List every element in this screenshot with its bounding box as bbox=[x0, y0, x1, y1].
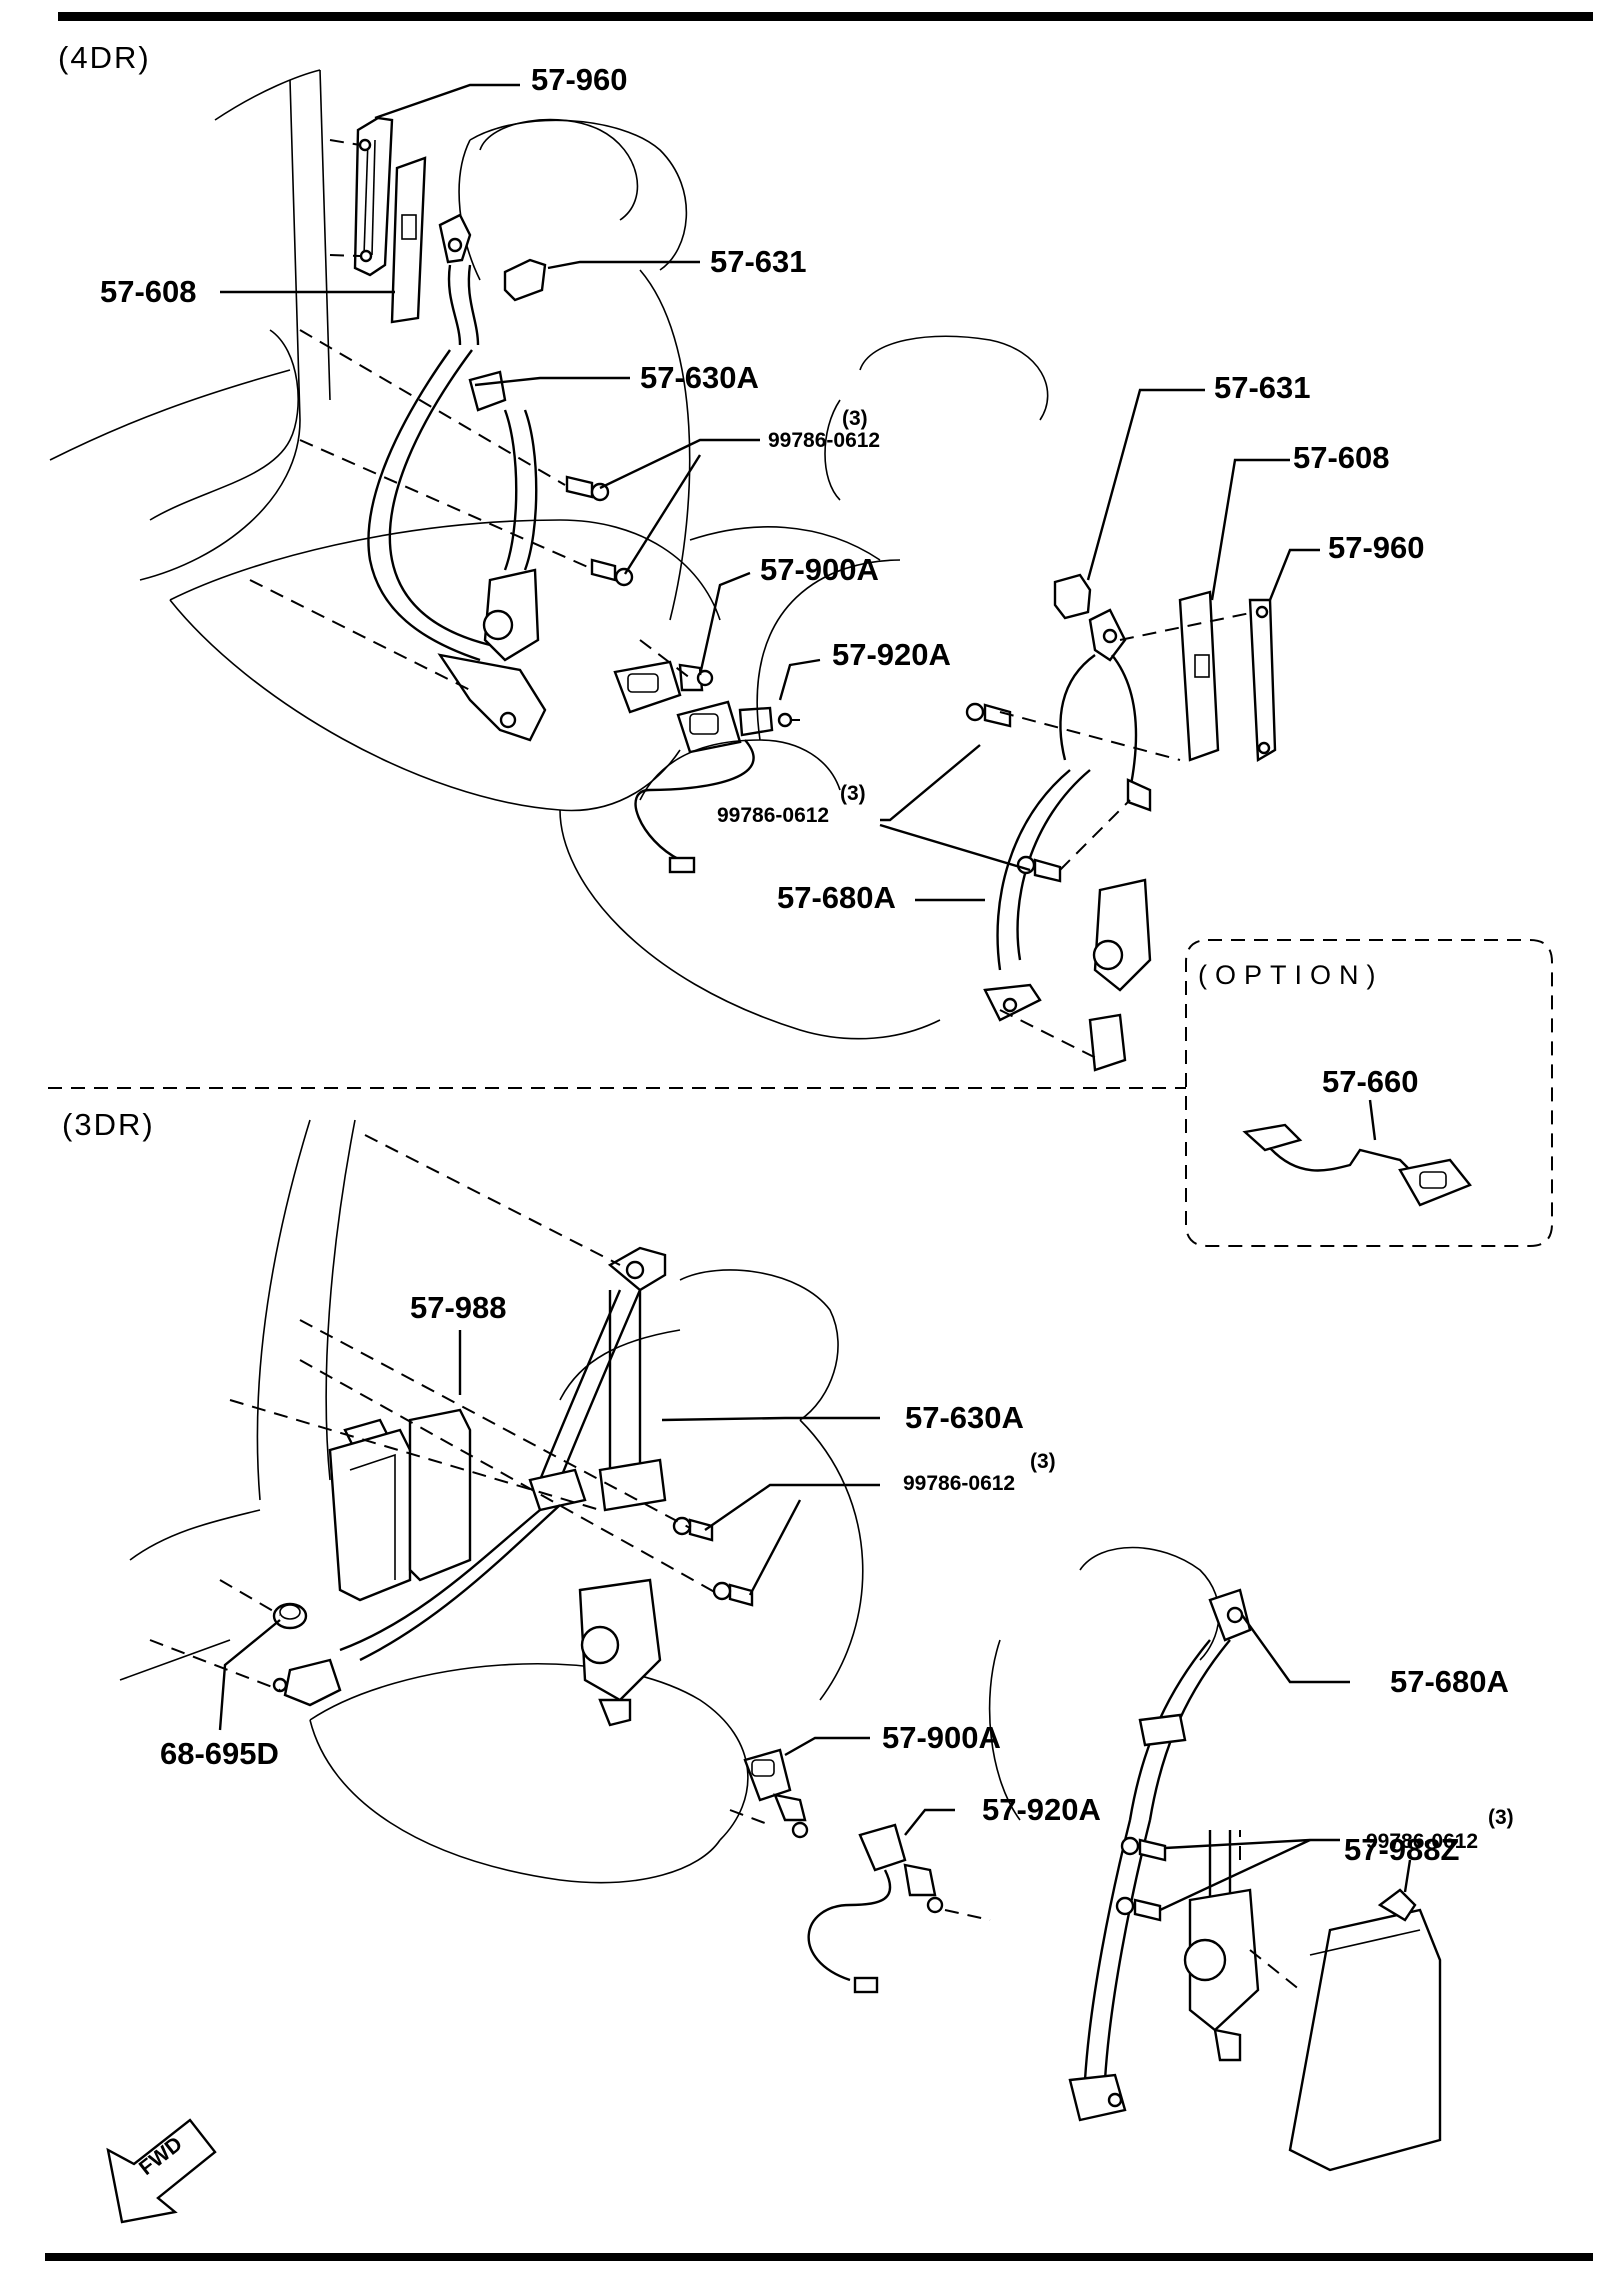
qty-99786-3dr-lower: (3) bbox=[1488, 1806, 1514, 1829]
trim-cover-57-608-left bbox=[390, 156, 427, 324]
buckle-57-920A-3dr bbox=[807, 1823, 944, 1994]
label-99786-0612-3dr-lower: 99786-0612 bbox=[1366, 1830, 1478, 1853]
bolts-99786-0612-4dr-left bbox=[565, 475, 634, 587]
label-99786-0612-right: 99786-0612 bbox=[717, 804, 829, 827]
rear-seat-left-4dr bbox=[49, 69, 721, 812]
bolts-99786-0612-3dr-lower bbox=[1115, 1836, 1167, 1922]
section-header-3dr: (3DR) bbox=[62, 1107, 155, 1142]
seat-belt-57-630A-3dr bbox=[272, 1246, 667, 1727]
label-99786-0612-left: 99786-0612 bbox=[768, 429, 880, 452]
label-57-960-right: 57-960 bbox=[1328, 530, 1425, 565]
top-border bbox=[58, 12, 1593, 21]
label-57-608-left: 57-608 bbox=[100, 274, 197, 309]
cap-68-695D bbox=[272, 1602, 308, 1630]
option-box: (OPTION) 57-660 bbox=[1180, 939, 1553, 1247]
trim-cover-57-608-right bbox=[1178, 590, 1220, 762]
label-57-660: 57-660 bbox=[1322, 1064, 1419, 1099]
clip-57-631-right bbox=[1053, 573, 1092, 620]
label-57-680A-4dr: 57-680A bbox=[777, 880, 896, 915]
rear-seat-right-4dr bbox=[559, 335, 1049, 1040]
label-57-631-left: 57-631 bbox=[710, 244, 807, 279]
label-57-630A-4dr: 57-630A bbox=[640, 360, 759, 395]
qty-99786-3dr-upper: (3) bbox=[1030, 1450, 1056, 1473]
label-57-608-right: 57-608 bbox=[1293, 440, 1390, 475]
seat-belt-57-680A-3dr bbox=[988, 1546, 1260, 2122]
label-57-920A-3dr: 57-920A bbox=[982, 1792, 1101, 1827]
qty-99786-left: (3) bbox=[842, 407, 868, 430]
bolts-99786-0612-3dr-upper bbox=[672, 1516, 754, 1607]
qty-99786-right: (3) bbox=[840, 782, 866, 805]
anchor-plate-57-960-left bbox=[353, 116, 394, 277]
anchor-plate-57-960-right bbox=[1248, 598, 1277, 763]
bolts-99786-0612-4dr-right bbox=[965, 702, 1062, 883]
forward-direction-arrow: FWD bbox=[106, 2118, 217, 2224]
label-57-920A-4dr: 57-920A bbox=[832, 637, 951, 672]
trim-57-988 bbox=[328, 1408, 472, 1602]
label-57-630A-3dr: 57-630A bbox=[905, 1400, 1024, 1435]
leader-lines-4dr bbox=[220, 83, 1320, 902]
buckle-57-900A-3dr bbox=[743, 1748, 809, 1839]
assembly-lines-4dr bbox=[249, 139, 1256, 1061]
option-header: (OPTION) bbox=[1198, 960, 1384, 990]
belt-extender-57-660 bbox=[1242, 1123, 1472, 1207]
section-header-4dr: (4DR) bbox=[58, 40, 151, 75]
clip-57-631-left bbox=[503, 258, 547, 302]
label-57-988: 57-988 bbox=[410, 1290, 507, 1325]
label-57-988Z: 57-988Z bbox=[1344, 1832, 1460, 1867]
rear-seat-3dr bbox=[119, 1119, 864, 1884]
label-99786-0612-3dr-upper: 99786-0612 bbox=[903, 1472, 1015, 1495]
label-57-680A-3dr: 57-680A bbox=[1390, 1664, 1509, 1699]
label-57-900A-3dr: 57-900A bbox=[882, 1720, 1001, 1755]
assembly-lines-3dr bbox=[149, 1134, 1301, 1991]
seat-belt-57-680A-4dr bbox=[983, 608, 1152, 1072]
label-57-900A-4dr: 57-900A bbox=[760, 552, 879, 587]
label-68-695D: 68-695D bbox=[160, 1736, 279, 1771]
buckle-57-900A-4dr bbox=[613, 660, 714, 714]
bottom-border bbox=[45, 2253, 1593, 2261]
label-57-960-left: 57-960 bbox=[531, 62, 628, 97]
label-57-631-right: 57-631 bbox=[1214, 370, 1311, 405]
cover-57-988Z bbox=[1288, 1888, 1442, 2172]
leader-lines-3dr bbox=[218, 1330, 1412, 1912]
buckle-57-920A-4dr bbox=[634, 700, 793, 874]
seat-belt-57-630A-4dr bbox=[367, 213, 547, 742]
